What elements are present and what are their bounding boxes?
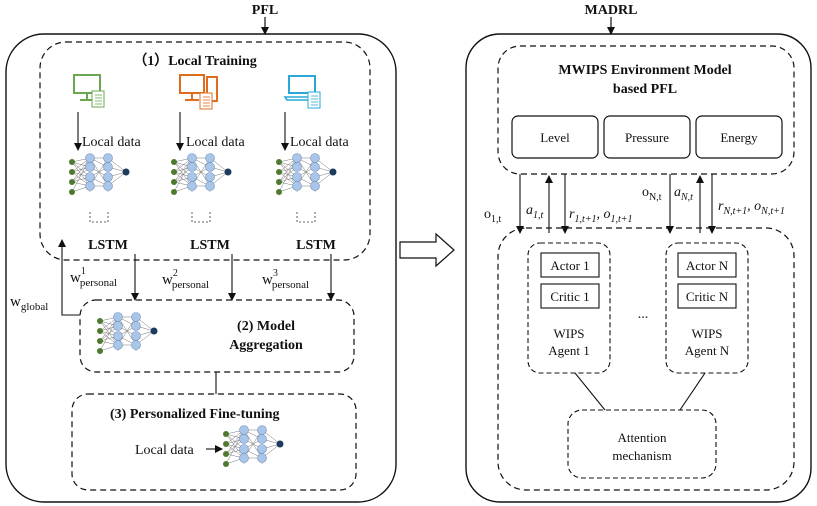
level-label: Level (540, 130, 570, 145)
pressure-label: Pressure (625, 130, 669, 145)
pfl-title: PFL (252, 3, 278, 18)
aggregation-title-line2: Aggregation (229, 338, 303, 353)
madrl-title: MADRL (585, 3, 638, 18)
attention-label-line2: mechanism (612, 448, 671, 463)
local-training-title: （1）Local Training (133, 53, 257, 69)
agents-ellipsis: ... (638, 307, 649, 322)
critic-1-box (540, 283, 600, 309)
finetune-title: (3) Personalized Fine-tuning (110, 407, 280, 422)
energy-label: Energy (720, 130, 758, 145)
a1t-label: a1,t (526, 203, 544, 221)
finetune-data-label: Local data (135, 443, 194, 458)
finetune-box (71, 393, 357, 491)
attention-label-line1: Attention (617, 430, 667, 445)
agents-box (497, 227, 795, 491)
lstm-network-2 (170, 153, 232, 196)
w-global-arrow (58, 239, 80, 316)
r1-o1-label: r1,t+1, o1,t+1 (569, 207, 633, 225)
critic-n-box (677, 283, 737, 309)
aggregated-network (96, 312, 158, 355)
environment-title-line1: MWIPS Environment Model (558, 63, 731, 78)
agent-1-box (527, 242, 611, 374)
agent-1-attention-link (574, 372, 606, 411)
actor-1-box (540, 252, 600, 278)
agent-n-attention-link (679, 372, 706, 411)
lstm-loop-2 (191, 212, 211, 223)
level-box (511, 115, 599, 159)
rN-oN-label: rN,t+1, oN,t+1 (718, 199, 785, 217)
lstm-label-1: LSTM (88, 238, 128, 253)
desktop-monitor-icon (73, 74, 105, 108)
agent-1-name-line2: Agent 1 (548, 343, 590, 358)
lstm-loop-1 (89, 212, 109, 223)
client-3-data-label: Local data (290, 135, 349, 150)
pfl-panel (5, 33, 397, 503)
agent-n-name-line2: Agent N (685, 343, 730, 358)
lstm-label-2: LSTM (190, 238, 230, 253)
critic-1-label: Critic 1 (550, 289, 589, 304)
laptop-icon (283, 75, 321, 109)
critic-n-label: Critic N (686, 289, 729, 304)
pfl-to-madrl-arrow (399, 232, 455, 268)
o1t-label: o1,t (484, 207, 502, 225)
agent-n-name-line1: WIPS (691, 326, 722, 341)
client-1-data-label: Local data (82, 135, 141, 150)
actor-n-label: Actor N (686, 258, 729, 273)
attention-box (567, 409, 717, 479)
lstm-loop-3 (296, 212, 316, 223)
client-2-data-label: Local data (186, 135, 245, 150)
actor-n-box (677, 252, 737, 278)
desktop-tower-icon (179, 74, 218, 110)
aggregation-title-line1: (2) Model (237, 319, 295, 334)
energy-box (695, 115, 783, 159)
model-aggregation-box (79, 299, 355, 373)
aNt-label: aN,t (674, 185, 693, 203)
local-training-box (39, 41, 371, 261)
w-global-label: wglobal (10, 294, 48, 313)
lstm-label-3: LSTM (296, 238, 336, 253)
finetuned-network (222, 425, 284, 468)
oNt-label: oN,t (642, 185, 662, 203)
lstm-network-3 (275, 153, 337, 196)
environment-box (497, 45, 795, 175)
pressure-box (603, 115, 691, 159)
environment-title-line2: based PFL (613, 82, 677, 97)
agent-1-name-line1: WIPS (553, 326, 584, 341)
lstm-network-1 (68, 153, 130, 196)
agent-n-box (665, 242, 749, 374)
actor-1-label: Actor 1 (550, 258, 589, 273)
madrl-panel (465, 33, 812, 503)
